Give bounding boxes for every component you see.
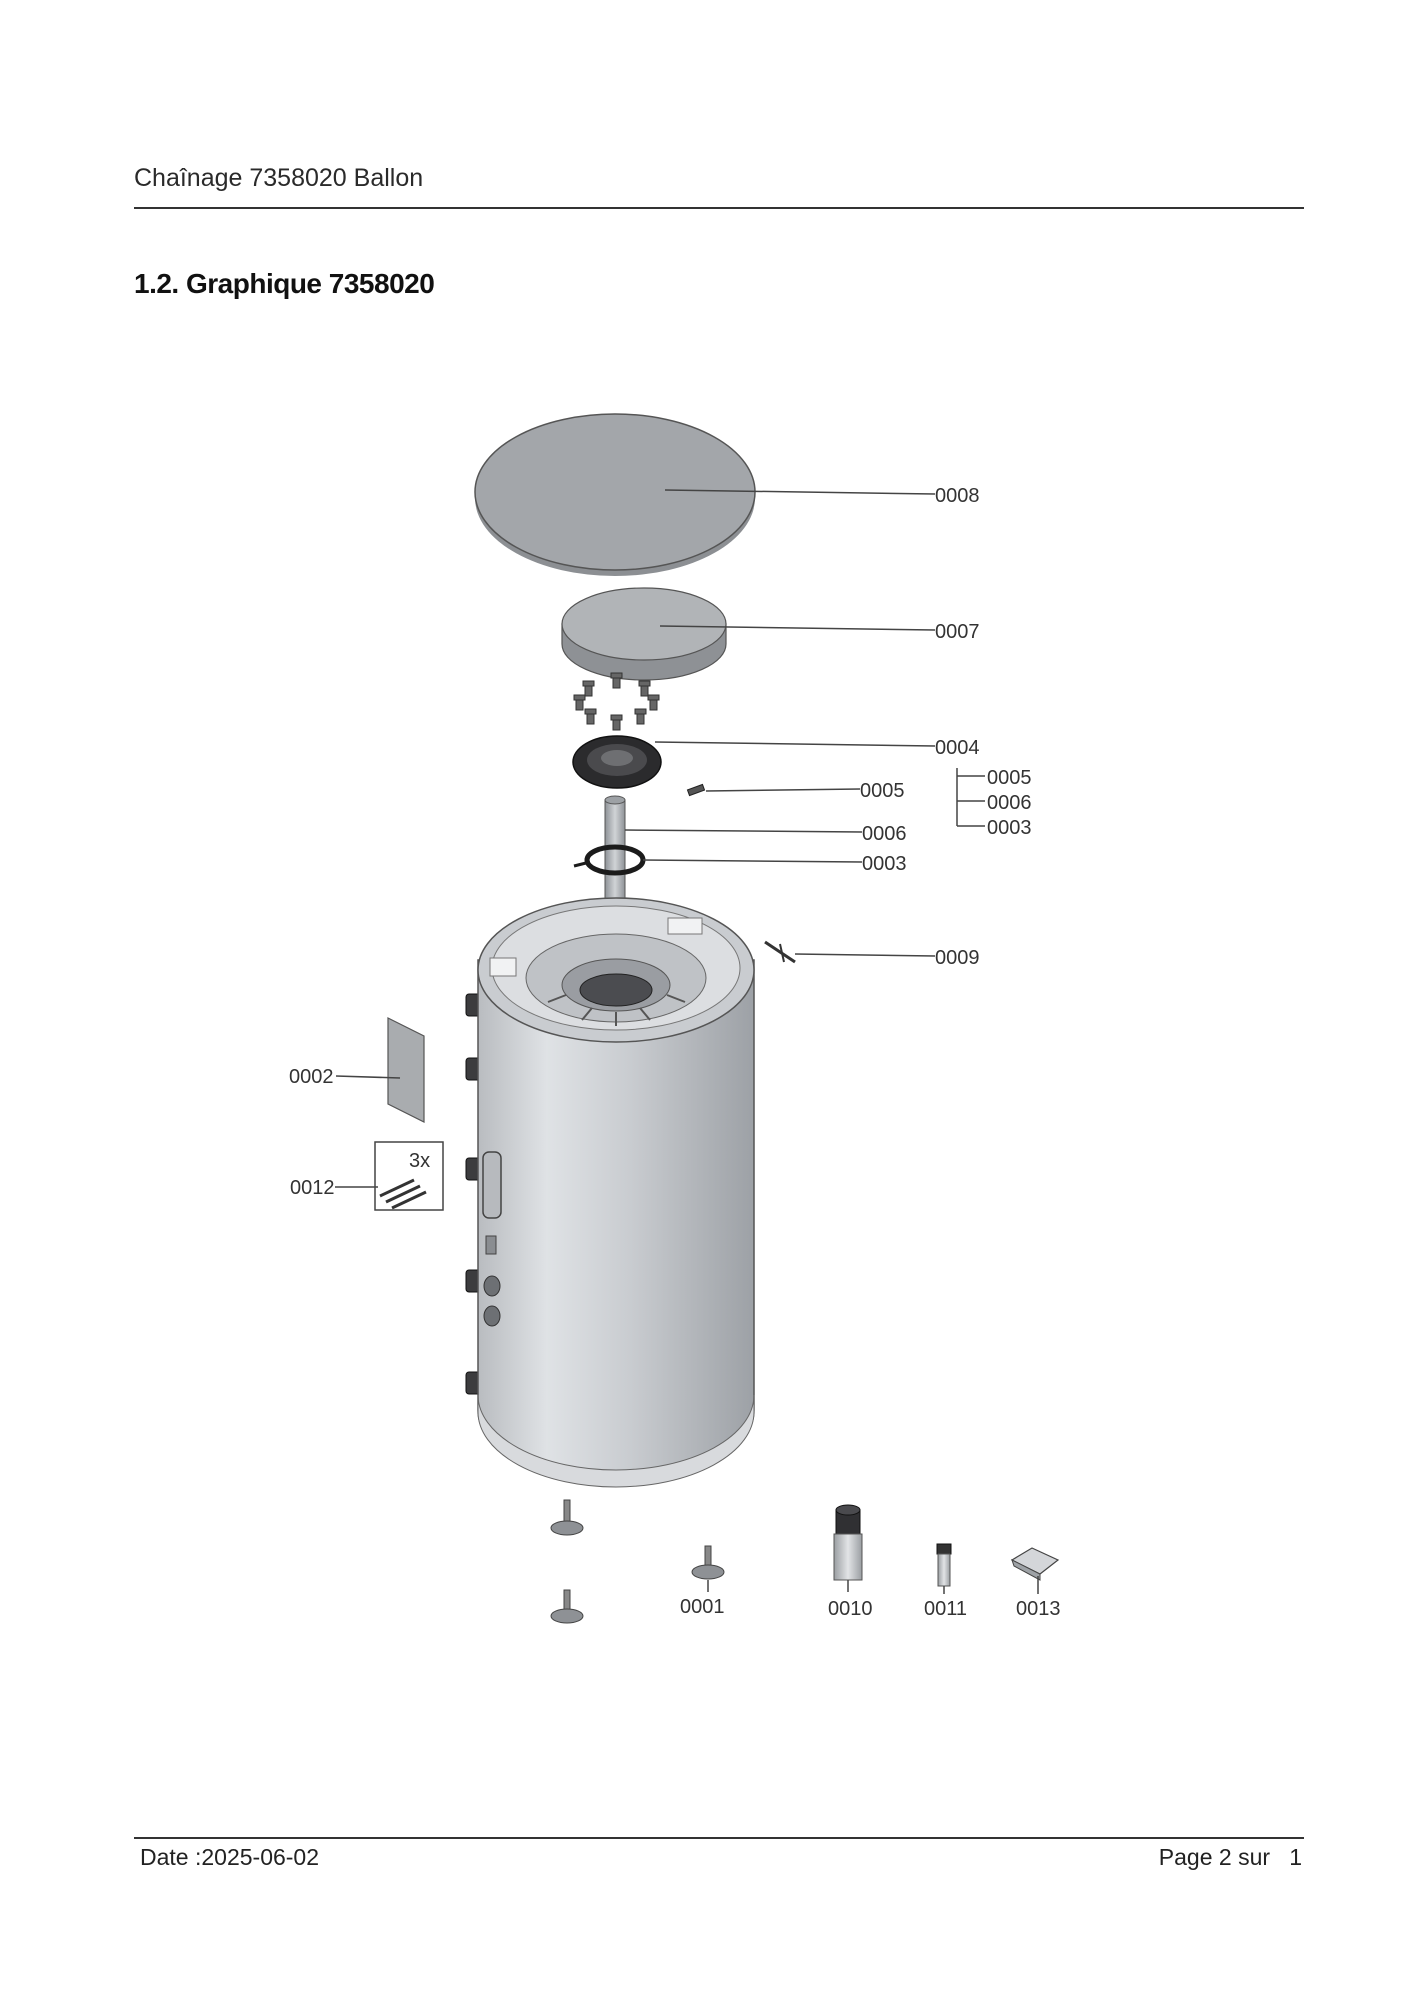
label-0008: 0008 bbox=[935, 485, 980, 507]
label-0012: 0012 bbox=[290, 1177, 335, 1199]
header-divider bbox=[134, 207, 1304, 209]
part-0013-bracket bbox=[1010, 1547, 1060, 1581]
screw-set bbox=[573, 672, 660, 731]
part-0011-fitting bbox=[936, 1543, 952, 1587]
kit-bracket-0004 bbox=[956, 768, 985, 827]
kit-label-0003: 0003 bbox=[987, 817, 1032, 839]
part-0008-cover-disc bbox=[474, 413, 756, 576]
part-0012-pin-set bbox=[374, 1141, 444, 1211]
label-0007: 0007 bbox=[935, 621, 980, 643]
part-0002-label-sheet bbox=[387, 1017, 425, 1123]
label-0001: 0001 bbox=[680, 1596, 725, 1618]
label-0005: 0005 bbox=[860, 780, 905, 802]
label-0013: 0013 bbox=[1016, 1598, 1061, 1620]
document-header-title: Chaînage 7358020 Ballon bbox=[134, 164, 424, 192]
part-0001-adjustable-foot bbox=[550, 1499, 725, 1624]
footer-page-number: Page 2 sur 1 bbox=[1158, 1844, 1302, 1870]
footer-divider bbox=[134, 1837, 1304, 1839]
kit-label-0005: 0005 bbox=[987, 767, 1032, 789]
section-title: 1.2. Graphique 7358020 bbox=[134, 268, 435, 299]
label-0004: 0004 bbox=[935, 737, 980, 759]
label-0010: 0010 bbox=[828, 1598, 873, 1620]
footer-date: Date :2025-06-02 bbox=[140, 1844, 320, 1870]
storage-tank bbox=[465, 897, 755, 1488]
part-0010-anode bbox=[833, 1504, 863, 1581]
label-0011: 0011 bbox=[924, 1598, 967, 1620]
part-0005-clip bbox=[686, 783, 706, 797]
label-0002: 0002 bbox=[289, 1066, 334, 1088]
kit-label-0006: 0006 bbox=[987, 792, 1032, 814]
part-0007-insulation-disc bbox=[561, 587, 727, 681]
label-qty-3x: 3x bbox=[409, 1150, 430, 1172]
label-0006: 0006 bbox=[862, 823, 907, 845]
part-0009-sensor bbox=[764, 940, 796, 964]
label-0009: 0009 bbox=[935, 947, 980, 969]
part-0004-flange bbox=[572, 735, 662, 789]
label-0003: 0003 bbox=[862, 853, 907, 875]
